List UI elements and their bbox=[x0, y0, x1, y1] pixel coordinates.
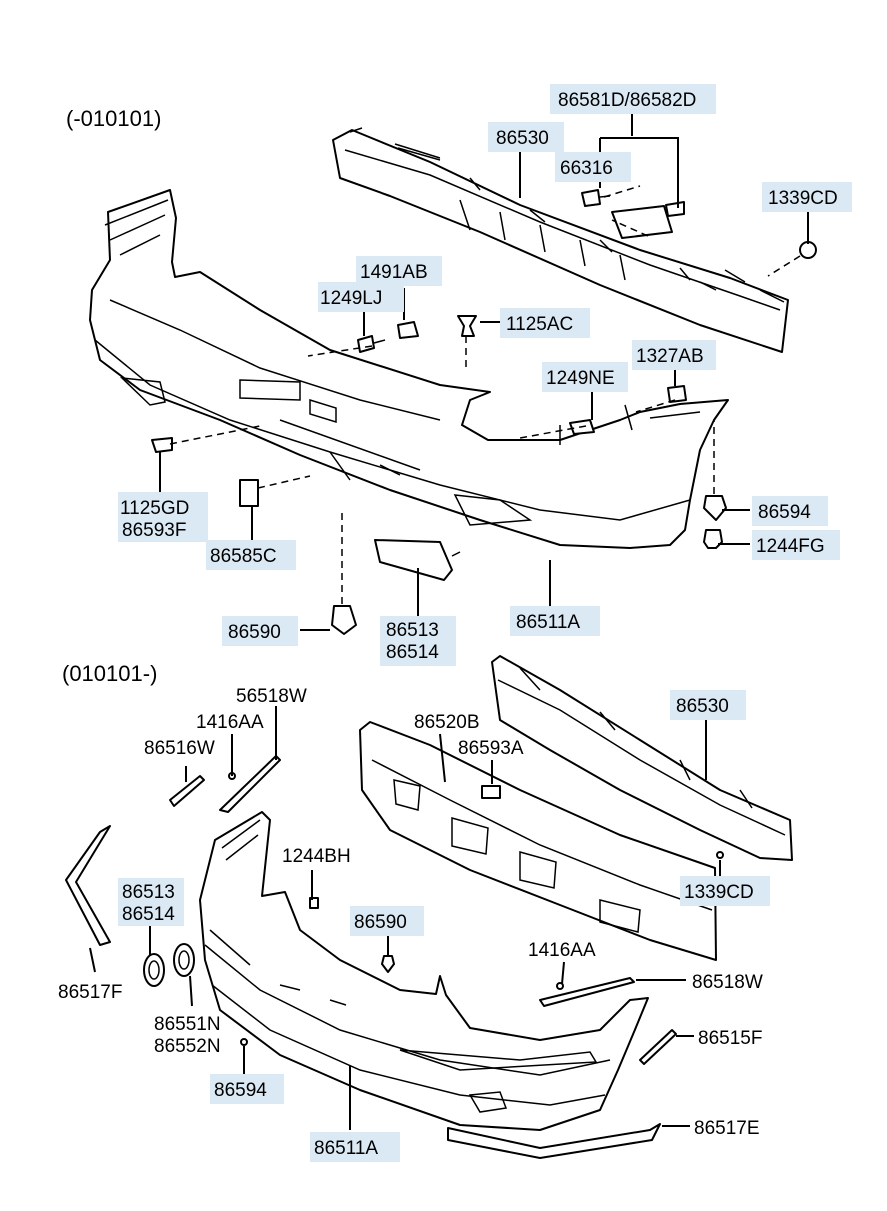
callout-66316: 66316 bbox=[560, 158, 613, 179]
callout-bg bbox=[762, 182, 852, 212]
callout-86594-top: 86594 bbox=[758, 502, 811, 523]
callout-1416aa-bottom: 1416AA bbox=[528, 940, 596, 961]
callout-86530-bottom: 86530 bbox=[676, 696, 729, 717]
callout-bg bbox=[632, 340, 716, 370]
callout-1339cd-top: 1339CD bbox=[768, 188, 838, 209]
callout-86593a: 86593A bbox=[458, 738, 524, 759]
callout-86514-bottom: 86514 bbox=[122, 904, 175, 925]
callout-86590-bottom: 86590 bbox=[354, 912, 407, 933]
bumper-reinforcement-top bbox=[332, 127, 789, 353]
callout-1249lj: 1249LJ bbox=[320, 288, 382, 309]
callout-86590-top: 86590 bbox=[228, 622, 281, 643]
callout-86515f: 86515F bbox=[698, 1028, 762, 1049]
callout-bg bbox=[318, 282, 404, 312]
callout-1416aa-top: 1416AA bbox=[196, 712, 264, 733]
callout-bg bbox=[356, 256, 442, 286]
callout-86520b: 86520B bbox=[414, 712, 480, 733]
callout-86551n: 86551N bbox=[154, 1014, 221, 1035]
heading-late-models: (010101-) bbox=[62, 661, 157, 686]
callout-86513-top: 86513 bbox=[386, 620, 439, 641]
callout-1249ne: 1249NE bbox=[546, 368, 615, 389]
callout-bg bbox=[680, 876, 770, 906]
callout-bg bbox=[118, 492, 208, 542]
bumper-reinforcement-bottom bbox=[491, 655, 793, 861]
callout-bg bbox=[555, 152, 631, 182]
callout-86517f: 86517F bbox=[58, 982, 122, 1003]
callout-56518w: 56518W bbox=[236, 686, 307, 707]
callout-86513-bottom: 86513 bbox=[122, 882, 175, 903]
energy-absorber-bottom bbox=[359, 721, 717, 961]
bumper-cover-top bbox=[89, 189, 729, 549]
callout-bg bbox=[350, 906, 424, 936]
callout-bg bbox=[488, 122, 564, 152]
callout-1125gd: 1125GD bbox=[120, 498, 189, 519]
callout-86593f: 86593F bbox=[122, 520, 186, 541]
bottom-section-illustration bbox=[65, 655, 793, 1159]
callout-86581d-86582d: 86581D/86582D bbox=[558, 90, 696, 111]
callout-1491ab: 1491AB bbox=[360, 262, 428, 283]
callout-bg bbox=[310, 1132, 400, 1162]
callout-86511a-top: 86511A bbox=[516, 612, 580, 633]
callout-bg bbox=[542, 362, 628, 392]
callout-bg bbox=[752, 496, 828, 526]
callout-86530-top: 86530 bbox=[496, 128, 549, 149]
callout-bg bbox=[222, 616, 298, 646]
callout-bg bbox=[500, 308, 590, 338]
callout-1244bh: 1244BH bbox=[282, 846, 351, 867]
callout-bg bbox=[670, 690, 746, 720]
callout-86511a-bottom: 86511A bbox=[314, 1138, 378, 1159]
callout-bg bbox=[118, 878, 184, 926]
heading-early-models: (-010101) bbox=[66, 106, 161, 131]
callout-bg bbox=[210, 1074, 284, 1104]
leader-lines bbox=[89, 114, 809, 1130]
callout-86518w: 86518W bbox=[692, 972, 763, 993]
top-section-illustration bbox=[89, 127, 817, 635]
callout-bg bbox=[206, 540, 296, 570]
callout-1125ac: 1125AC bbox=[506, 314, 573, 335]
callout-bg bbox=[752, 530, 840, 560]
callout-bg bbox=[510, 606, 600, 636]
callout-bg bbox=[380, 616, 456, 666]
callout-86516w: 86516W bbox=[144, 738, 215, 759]
bumper-cover-bottom bbox=[199, 811, 649, 1131]
callout-86552n: 86552N bbox=[154, 1036, 221, 1057]
callout-bg bbox=[550, 84, 716, 114]
callout-1327ab: 1327AB bbox=[636, 346, 704, 367]
callout-1339cd-bottom: 1339CD bbox=[684, 882, 754, 903]
callout-86585c: 86585C bbox=[210, 546, 277, 567]
callout-86594-bottom: 86594 bbox=[214, 1080, 267, 1101]
callout-1244fg: 1244FG bbox=[756, 536, 825, 557]
callout-86514-top: 86514 bbox=[386, 642, 439, 663]
callout-86517e: 86517E bbox=[694, 1118, 760, 1139]
